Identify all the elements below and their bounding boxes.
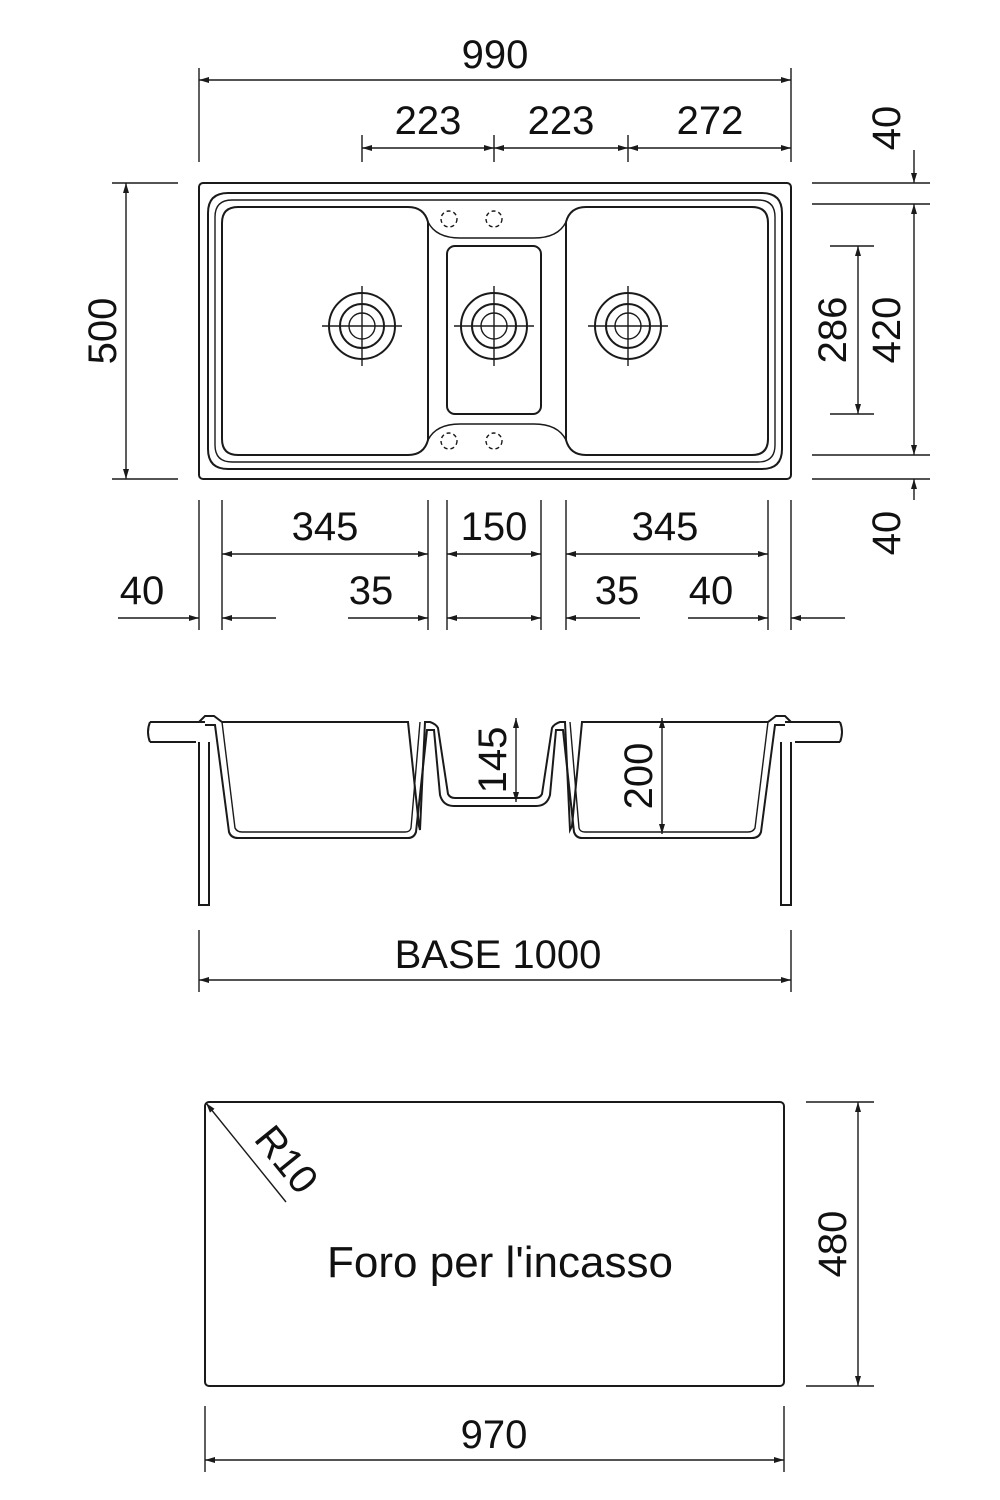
cutout-view: R10 Foro per l'incasso 480 970: [204, 1101, 874, 1472]
dim-small-bowl-height: 145: [471, 727, 515, 794]
right-bowl: [565, 206, 769, 456]
dim-bowl-right-width: 345: [632, 505, 699, 549]
side-view: 145 200 BASE 1000: [147, 715, 843, 992]
sink-outline: [198, 182, 792, 480]
countertop-right: [785, 721, 843, 743]
drain-center-icon: [454, 286, 534, 366]
dim-bowl-spacing-2: 223: [528, 99, 595, 143]
sink-profile: [198, 715, 792, 834]
cutout-radius: R10: [246, 1117, 326, 1202]
dim-bowl-height: 200: [617, 743, 661, 810]
dim-rim-top: 40: [865, 106, 909, 151]
dim-small-bowl-depth: 286: [811, 297, 855, 364]
tap-hole-icon: [440, 432, 458, 450]
dim-edge-right: 40: [689, 569, 734, 613]
dim-bowl-spacing-1: 223: [395, 99, 462, 143]
dim-bowl-depth-inner: 420: [865, 297, 909, 364]
dim-gap-right: 35: [595, 569, 640, 613]
dim-cutout-height: 480: [811, 1211, 855, 1278]
dim-bowl-center-width: 150: [461, 505, 528, 549]
center-bowl: [446, 245, 542, 415]
dim-overall-width: 990: [462, 33, 529, 77]
cutout-label: Foro per l'incasso: [327, 1238, 673, 1287]
tap-hole-icon: [485, 432, 503, 450]
dim-bowl-left-width: 345: [292, 505, 359, 549]
drain-right-icon: [588, 286, 668, 366]
dim-cutout-width: 970: [461, 1413, 528, 1457]
dim-edge-left: 40: [120, 569, 165, 613]
dim-overall-depth: 500: [81, 298, 125, 365]
left-bowl: [221, 206, 429, 456]
sink-inner-rim: [207, 192, 783, 470]
countertop-left: [147, 721, 205, 743]
dim-gap-left: 35: [349, 569, 394, 613]
tap-hole-icon: [440, 210, 458, 228]
cutout-outline: [204, 1101, 785, 1387]
dim-base-width: BASE 1000: [395, 933, 602, 977]
tap-hole-icon: [485, 210, 503, 228]
drain-left-icon: [322, 286, 402, 366]
dim-rim-bottom: 40: [865, 511, 909, 556]
top-view: 990 223 223 272 500 40 420 40 286: [81, 33, 930, 630]
dim-bowl-spacing-3: 272: [677, 99, 744, 143]
